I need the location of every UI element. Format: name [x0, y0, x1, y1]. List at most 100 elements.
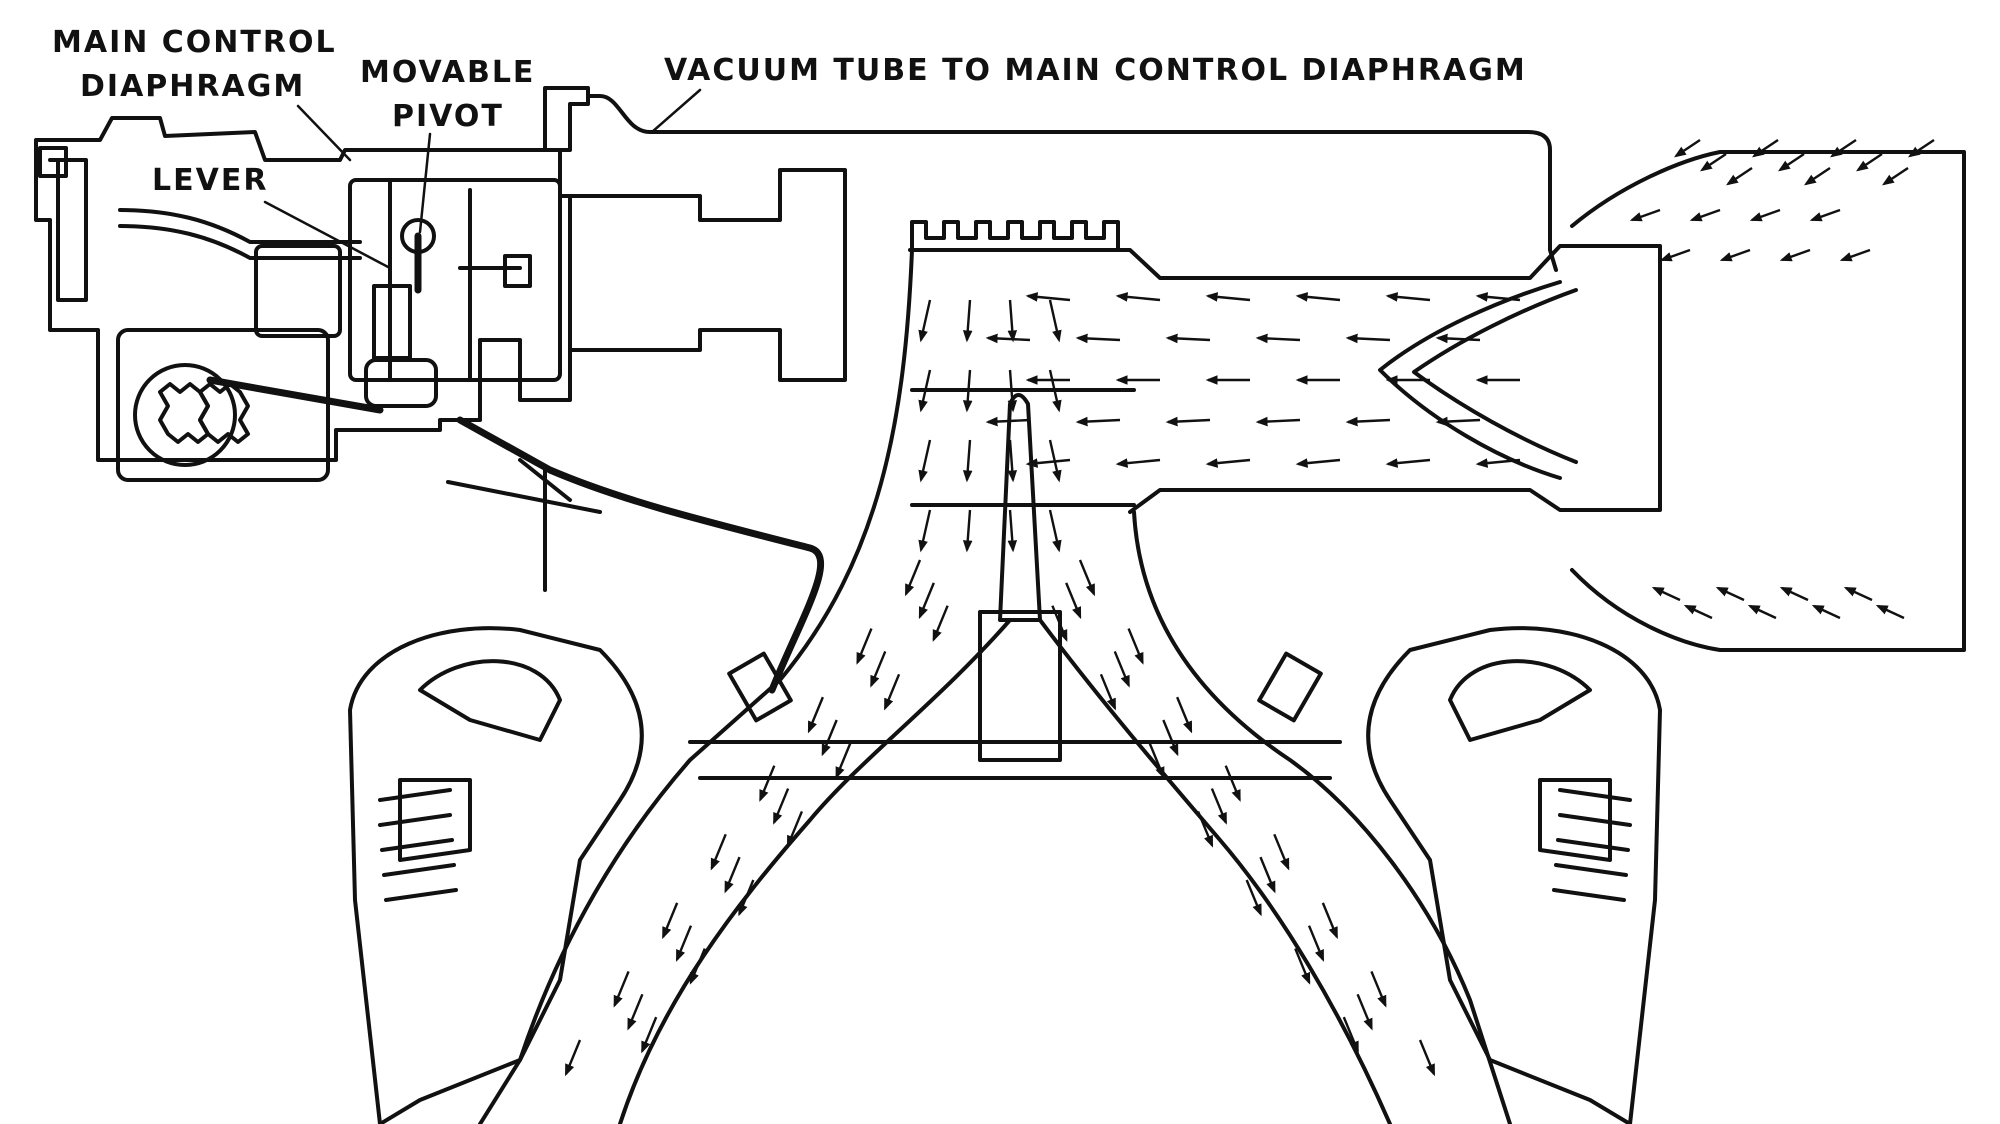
right-cooling-fins [1552, 788, 1632, 902]
label-main-control-diaphragm-line1: MAIN CONTROL [52, 25, 337, 60]
airflow-arrow [1475, 458, 1521, 468]
right-cylinder-head [1366, 626, 1662, 1124]
fuel-line [456, 416, 824, 694]
airflow-arrow [835, 742, 852, 780]
airflow-arrow [962, 509, 973, 553]
airflow-arrow [1048, 299, 1062, 343]
airflow-arrow [870, 650, 887, 688]
airflow-arrow [1148, 742, 1165, 780]
airflow-arrow [1078, 559, 1096, 597]
airflow-arrow [856, 628, 873, 665]
left-valve-pocket [398, 778, 472, 862]
airflow-arrow [1115, 292, 1161, 302]
airflow-arrow [883, 673, 901, 711]
right-runner [1132, 510, 1512, 1124]
airflow-arrow [1025, 458, 1071, 468]
leader-lever [263, 200, 392, 270]
airflow-arrow [1875, 604, 1905, 620]
airflow-arrow [1196, 810, 1214, 848]
airflow-arrow [1779, 586, 1809, 602]
label-lever: LEVER [152, 163, 268, 198]
adjustment-screw [458, 254, 532, 288]
airflow-arrow [821, 719, 838, 757]
label-movable-pivot-line1: MOVABLE [360, 55, 535, 90]
airflow-arrow [1385, 458, 1431, 468]
carburetor-inlet-fitting [38, 146, 68, 178]
airflow-arrow [1115, 458, 1161, 468]
airflow-arrow [1162, 719, 1179, 757]
runner-splitter [998, 393, 1042, 622]
plenum-upper-duct [908, 244, 1662, 514]
airflow-arrow [724, 856, 741, 894]
airflow-arrow [1435, 416, 1481, 427]
airflow-arrow [1747, 604, 1777, 620]
labels-group: MAIN CONTROL DIAPHRAGM MOVABLE PIVOT LEV… [52, 25, 1525, 198]
manifold-base [688, 740, 1342, 780]
airflow-arrow [786, 810, 804, 848]
airflow-arrow [1113, 650, 1130, 688]
airflow-arrow [1779, 248, 1811, 262]
airflow-arrow [1007, 509, 1018, 553]
airflow-arrow [1048, 439, 1062, 483]
airflow-arrow [1715, 586, 1745, 602]
airflow-arrow [1025, 292, 1071, 302]
airflow-arrow [689, 948, 706, 985]
label-movable-pivot-line2: PIVOT [392, 99, 504, 134]
airflow-arrow [918, 439, 932, 483]
airflow-arrow [985, 416, 1031, 427]
vacuum-fitting [543, 86, 590, 152]
airflow-arrow [1778, 153, 1805, 172]
airflow-arrows [564, 139, 1935, 1077]
airflow-arrow [1255, 416, 1301, 427]
carburetor-assembly [34, 86, 590, 482]
airflow-arrow [1811, 604, 1841, 620]
airflow-arrow [904, 559, 922, 597]
airflow-arrow [932, 605, 949, 642]
airflow-arrow [564, 1039, 582, 1077]
leader-main-control-diaphragm [296, 104, 352, 162]
airflow-arrow [1205, 292, 1251, 302]
left-nozzle [727, 651, 793, 723]
airflow-arrow [1683, 604, 1713, 620]
airflow-arrow [1908, 139, 1935, 158]
fuel-tee-crossline [446, 480, 602, 514]
right-valve-pocket [1538, 778, 1612, 862]
airflow-arrow [1259, 856, 1276, 894]
airflow-arrow [1007, 299, 1018, 343]
fuel-bowl [116, 328, 330, 482]
leader-vacuum-tube [650, 88, 702, 134]
airflow-arrow [1165, 416, 1211, 427]
airflow-arrow [1659, 248, 1691, 262]
airflow-arrow [1435, 333, 1481, 344]
airflow-arrow [1099, 673, 1117, 711]
airflow-arrow [1830, 139, 1857, 158]
airflow-arrow [1809, 208, 1841, 222]
airflow-arrow [1700, 153, 1727, 172]
airflow-arrow [1882, 167, 1909, 186]
airflow-arrow [1356, 993, 1373, 1031]
airflow-arrow [1475, 292, 1521, 302]
airflow-arrow [1295, 292, 1341, 302]
airflow-arrow [662, 902, 679, 940]
airflow-arrow [1651, 586, 1681, 602]
airflow-arrow [1726, 167, 1753, 186]
airflow-arrow [641, 1016, 658, 1054]
airflow-arrow [1048, 369, 1062, 413]
airflow-arrow [1752, 139, 1779, 158]
airflow-arrow [772, 788, 790, 825]
airflow-arrow [1307, 925, 1325, 962]
intake-runners [446, 248, 1512, 1124]
airflow-arrow [1719, 248, 1751, 262]
airflow-arrow [759, 765, 776, 802]
airflow-arrow [1804, 167, 1831, 186]
float-chamber [254, 244, 342, 338]
airflow-arrow [1165, 333, 1211, 344]
airflow-arrow [1205, 458, 1251, 468]
airflow-arrow [1295, 458, 1341, 468]
airflow-arrow [1321, 902, 1338, 940]
airflow-arrow [962, 439, 973, 483]
cylinder-heads [348, 626, 1662, 1124]
airflow-arrow [1345, 416, 1391, 427]
right-nozzle [1257, 651, 1323, 723]
